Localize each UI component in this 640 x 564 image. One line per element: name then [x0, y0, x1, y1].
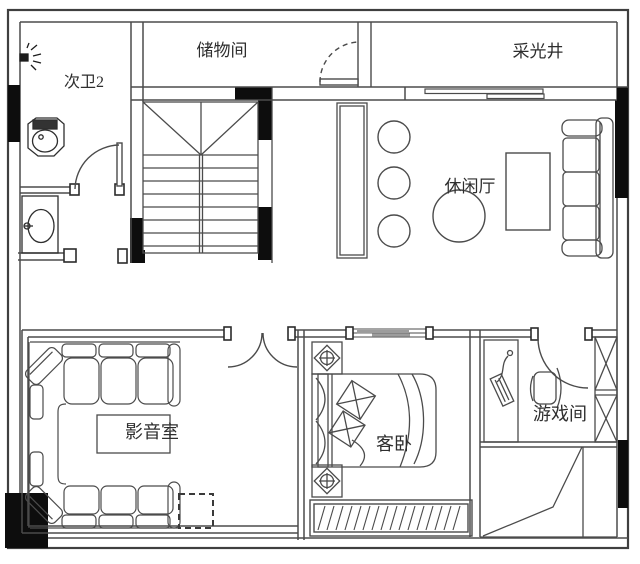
lounge-side-table — [505, 152, 551, 231]
lounge-counter — [336, 102, 368, 259]
outer-walls — [6, 8, 630, 550]
room-label-storage: 储物间 — [197, 41, 248, 60]
inner-wall-lines — [19, 21, 628, 539]
room-label-media-room: 影音室 — [125, 422, 179, 442]
game-desk — [483, 339, 519, 443]
media-sofa — [24, 341, 181, 529]
mid-wall-jambs — [223, 326, 593, 341]
lounge-stools — [377, 120, 411, 248]
room-label-light-well: 采光井 — [513, 42, 564, 61]
lounge-round-table — [432, 189, 486, 243]
game-room-door — [537, 337, 589, 389]
toilet-icon — [27, 117, 65, 157]
room-label-game-room: 游戏间 — [533, 404, 587, 424]
sloped-ceiling-area — [480, 446, 617, 538]
wall-fill-segments — [5, 85, 628, 548]
lounge-sofa — [561, 117, 614, 259]
stair-left-wall — [130, 22, 144, 263]
mid-wall — [22, 329, 617, 338]
staircase — [142, 87, 273, 263]
shower-head-icon — [19, 42, 42, 71]
shelf-x-strip — [594, 336, 618, 443]
room-label-lounge: 休闲厅 — [445, 177, 496, 196]
storage-door — [319, 22, 372, 87]
bedroom-nightstands — [311, 341, 343, 498]
vanity-sink — [21, 195, 59, 254]
media-equipment-dashed — [178, 493, 214, 529]
room-label-guest-bedroom: 客卧 — [376, 434, 412, 454]
sliding-window-top — [424, 88, 545, 100]
game-chair — [529, 367, 562, 409]
wardrobe — [309, 499, 473, 537]
wardrobe-hangers — [317, 505, 461, 531]
bed — [311, 373, 437, 468]
bathroom-door — [74, 142, 123, 190]
top-band-wall — [131, 86, 628, 101]
room-label-second-bath: 次卫2 — [64, 73, 104, 91]
media-table — [96, 414, 171, 454]
bedroom-window — [352, 328, 430, 338]
media-room-walls — [21, 330, 305, 540]
media-room-double-door — [227, 332, 298, 368]
door-jambs-bath — [63, 183, 128, 264]
